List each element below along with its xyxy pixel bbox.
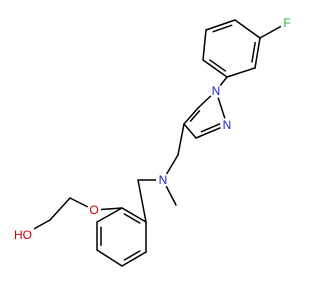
bond-ca3-ca4 (96, 249, 123, 267)
bond-c4p-ch2a (177, 123, 185, 156)
bond-ca4-ca5 (121, 251, 147, 267)
bond-layer (22, 19, 288, 267)
double-bond-c5-c6 (212, 24, 233, 33)
bond-c4p-c3p (183, 123, 197, 139)
bond-c1-c2 (254, 37, 261, 69)
atom-label-layer: F N N N O HO (12, 16, 294, 242)
bond-c5p-c4p (183, 107, 199, 125)
bond-ca6-ca1 (121, 207, 147, 223)
bond-ca1-ca2 (96, 207, 123, 223)
pyrazole-n1-atom-label: N (212, 84, 221, 98)
double-bond-ca4-ca5 (123, 250, 141, 261)
bond-c4-c5 (202, 29, 207, 61)
hydroxyl-atom-label: HO (14, 228, 32, 242)
double-bond-c1-c2 (251, 41, 256, 63)
double-bond-c5p-c4p (189, 110, 201, 122)
bond-c3-c4 (202, 59, 228, 78)
pyrazole-n2-atom-label: N (223, 118, 232, 132)
molecule-structure: F N N N O HO (12, 16, 294, 267)
amine-n-atom-label: N (159, 173, 168, 187)
bond-ch2b-ca6 (137, 179, 147, 223)
double-bond-c3p-n2 (200, 122, 223, 133)
bond-c5-c6 (205, 19, 236, 31)
bond-c6-c1 (234, 19, 261, 39)
double-bond-ca6-ca1 (123, 213, 141, 224)
ether-oxygen-atom-label: O (89, 203, 98, 217)
double-bond-c3-c4 (209, 59, 227, 72)
fluorine-atom-label: F (283, 16, 290, 30)
bond-ce1-ce2 (49, 197, 71, 221)
bond-c2-c3 (226, 67, 256, 78)
